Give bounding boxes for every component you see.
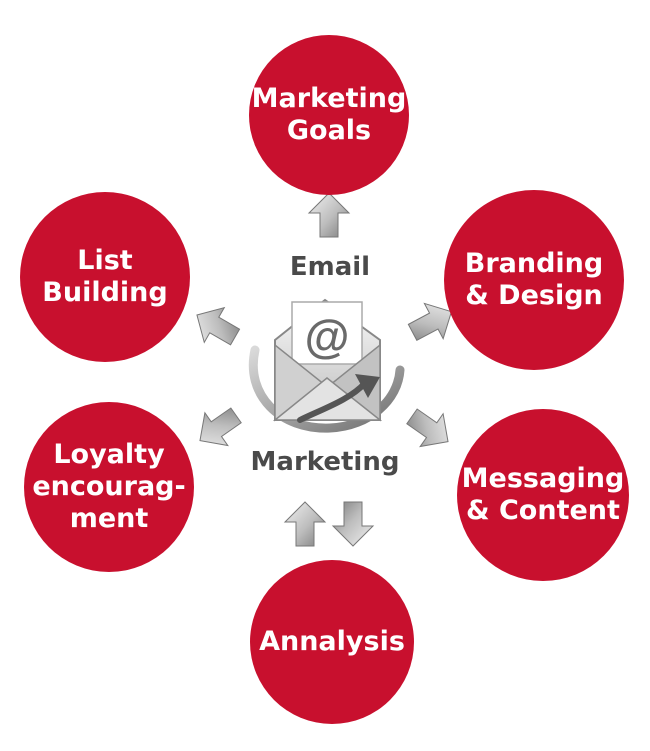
arrow-up-from-analysis [283,501,327,547]
arrow-to-messaging-content [406,408,449,448]
node-messaging-content: Messaging& Content [457,409,629,581]
arrow-to-branding-design [407,302,453,341]
center-label-email: Email [289,252,371,282]
center-label-marketing: Marketing [250,447,400,477]
email-envelope-at-icon: @ [248,298,405,433]
arrow-to-list-building [196,306,241,346]
arrow-to-loyalty [199,407,242,447]
node-label: Messaging& Content [461,463,625,526]
node-branding-design: Branding& Design [444,190,624,370]
svg-text:@: @ [305,310,350,362]
arrow-down-to-analysis [331,501,375,547]
node-label: Branding& Design [464,248,604,311]
node-label: Annalysis [259,626,405,657]
arrow-to-marketing-goals [307,192,351,238]
node-analysis: Annalysis [250,560,414,724]
